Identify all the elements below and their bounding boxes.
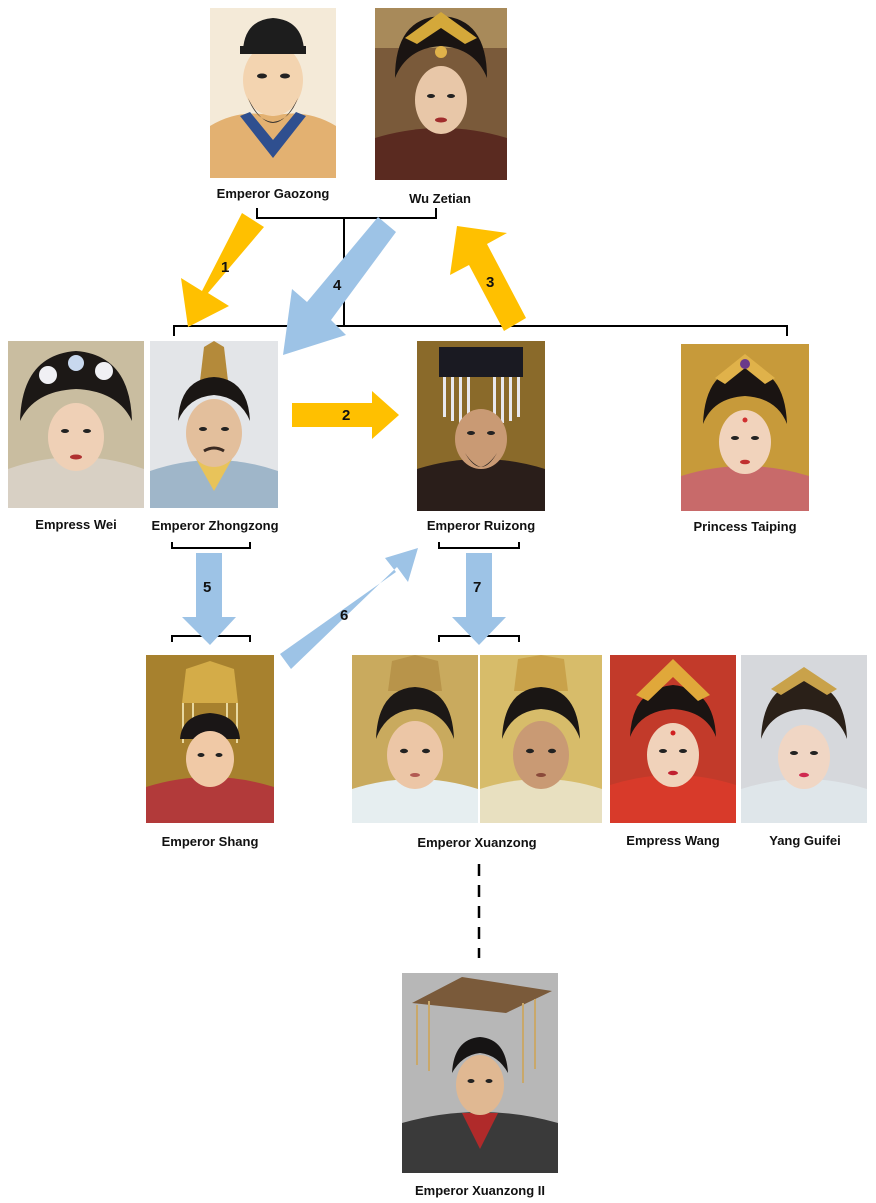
portrait-emperor-shang [146, 655, 274, 823]
name-emperor-xuanzong-ii: Emperor Xuanzong II [414, 1183, 546, 1198]
name-emperor-zhongzong: Emperor Zhongzong [151, 518, 279, 533]
arrow-2 [292, 391, 399, 439]
portrait-emperor-zhongzong [150, 341, 278, 508]
portrait-wu-zetian [375, 8, 507, 180]
name-empress-wei: Empress Wei [35, 517, 117, 532]
arrow-3-label: 3 [486, 274, 494, 291]
arrow-1 [181, 213, 264, 327]
arrow-4-label: 4 [333, 277, 342, 294]
portrait-empress-wei [8, 341, 144, 508]
portrait-emperor-xuanzong-old [480, 655, 602, 823]
arrow-2-label: 2 [342, 407, 350, 424]
portrait-emperor-gaozong [210, 8, 336, 178]
name-emperor-ruizong: Emperor Ruizong [426, 518, 536, 533]
arrow-1-label: 1 [221, 259, 229, 276]
arrow-5-label: 5 [203, 579, 211, 596]
arrow-6 [280, 548, 418, 669]
portrait-empress-wang [610, 655, 736, 823]
portrait-yang-guifei [741, 655, 867, 823]
arrow-3 [450, 226, 526, 331]
portrait-emperor-xuanzong-ii [402, 973, 558, 1173]
arrow-5 [182, 553, 236, 645]
portrait-princess-taiping [681, 344, 809, 511]
portrait-emperor-ruizong [417, 341, 545, 511]
portrait-emperor-xuanzong-young [352, 655, 478, 823]
arrow-6-label: 6 [340, 607, 348, 624]
arrow-7-label: 7 [473, 579, 481, 596]
name-yang-guifei: Yang Guifei [769, 833, 841, 848]
name-empress-wang: Empress Wang [626, 833, 720, 848]
children-bracket [173, 325, 788, 336]
arrow-4 [283, 217, 396, 355]
arrow-7 [452, 553, 506, 645]
name-emperor-shang: Emperor Shang [161, 834, 259, 849]
name-emperor-xuanzong: Emperor Xuanzong [417, 835, 537, 850]
name-emperor-gaozong: Emperor Gaozong [216, 186, 330, 201]
name-wu-zetian: Wu Zetian [409, 191, 471, 206]
name-princess-taiping: Princess Taiping [693, 519, 797, 534]
